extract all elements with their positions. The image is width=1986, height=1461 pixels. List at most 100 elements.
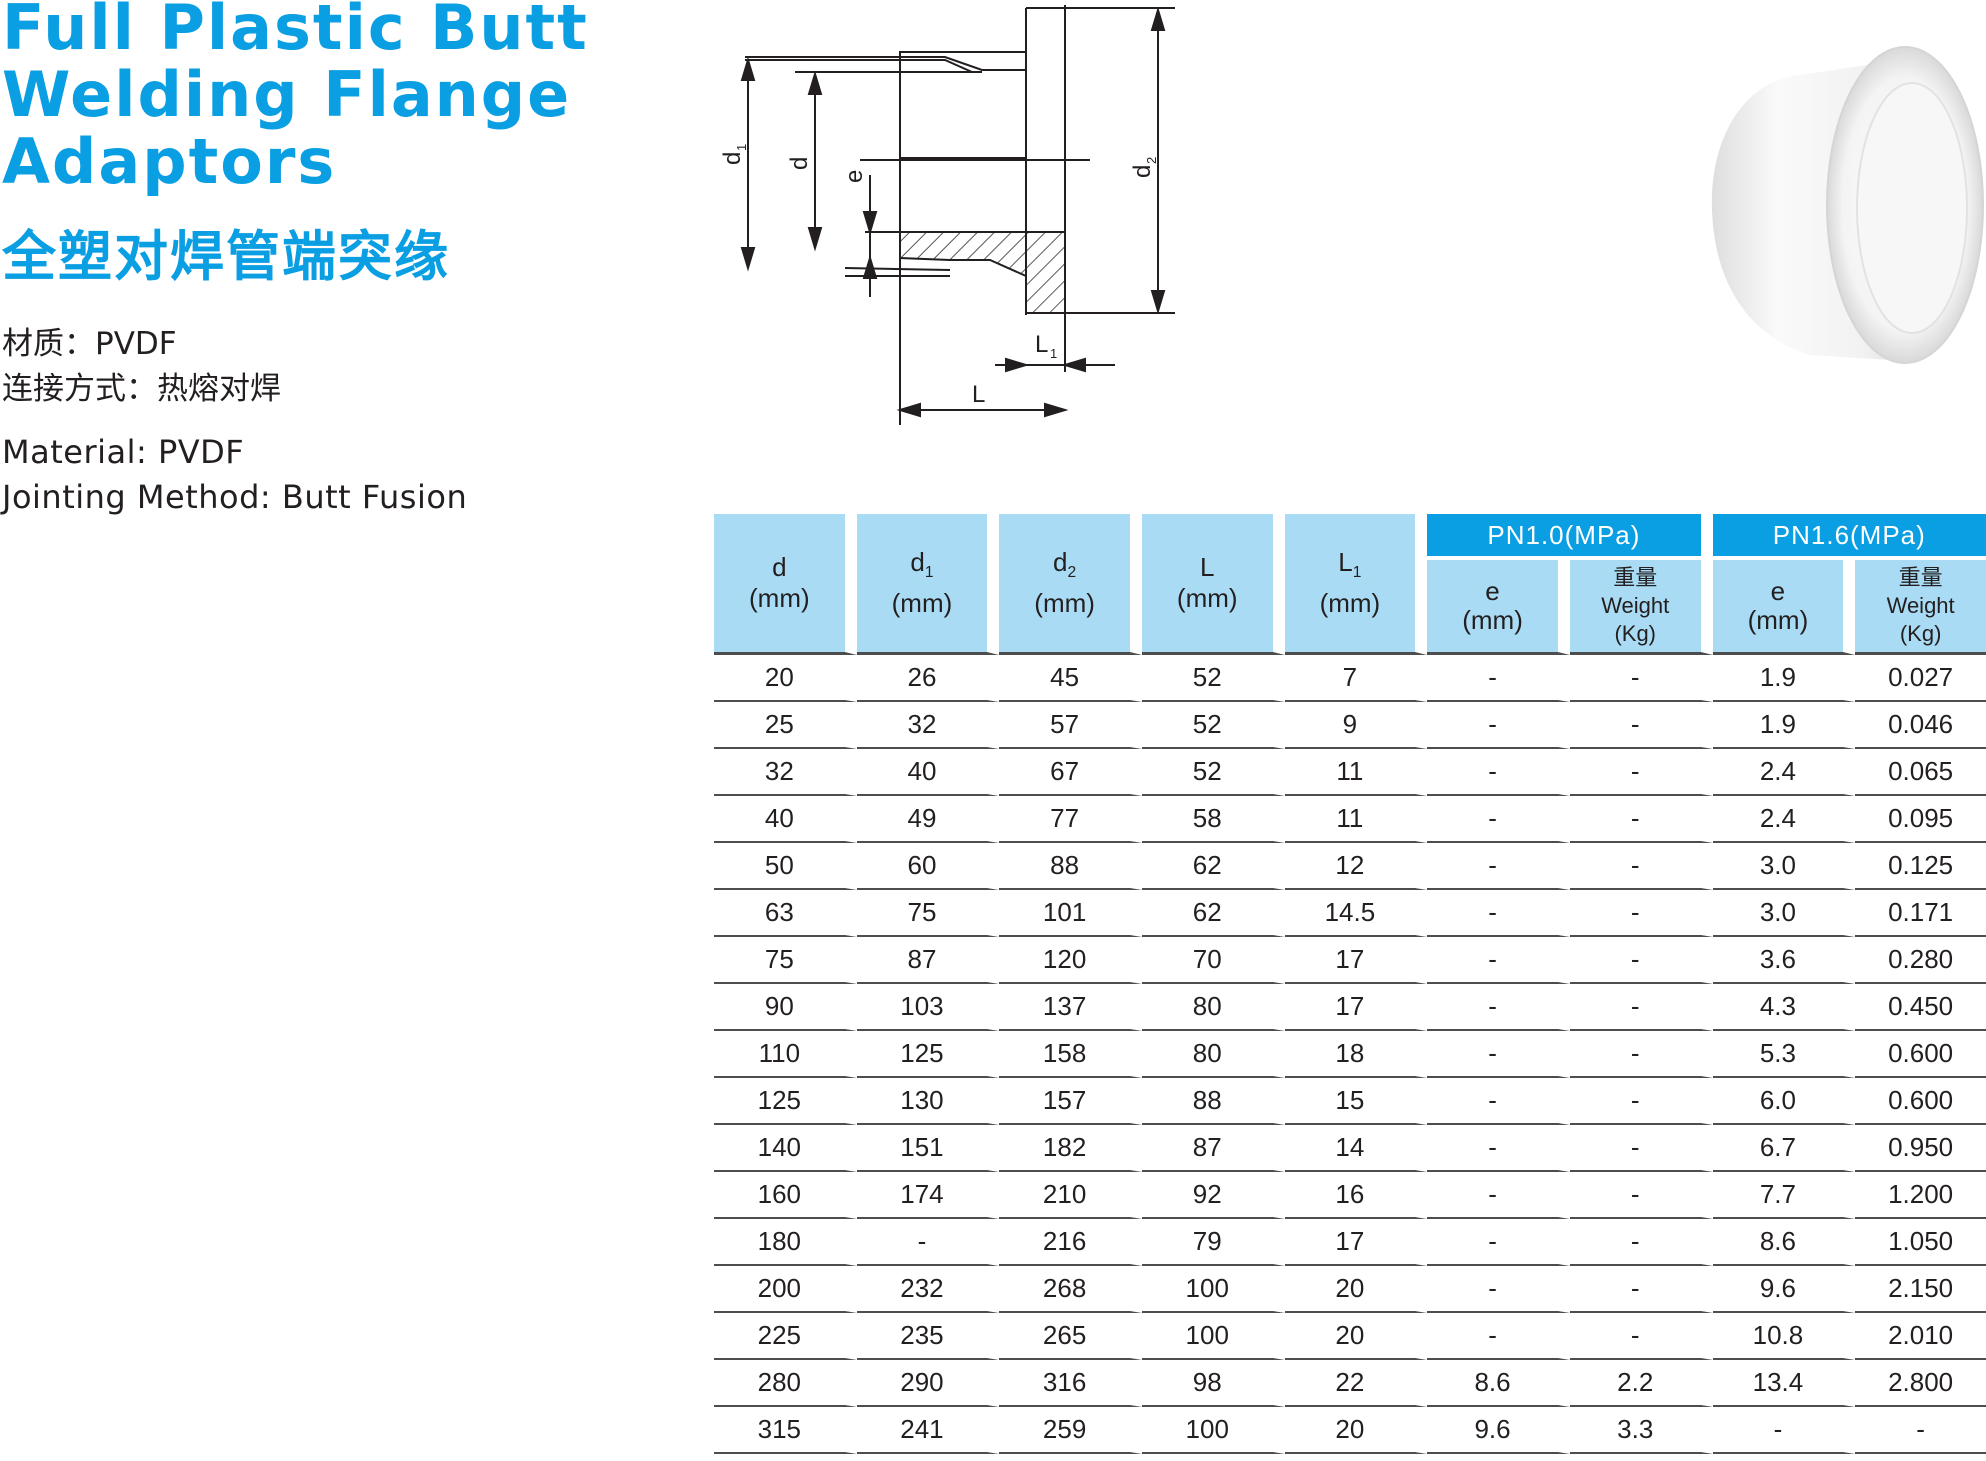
table-cell: 98 [1141, 1360, 1285, 1407]
table-cell: 12 [1284, 843, 1428, 890]
table-cell: 100 [1141, 1266, 1285, 1313]
table-cell: 2.150 [1855, 1266, 1986, 1313]
table-cell: - [1712, 1407, 1856, 1454]
table-cell: 79 [1141, 1219, 1285, 1266]
table-cell: - [1427, 1313, 1570, 1360]
table-cell: - [1569, 749, 1713, 796]
table-cell: 2.2 [1569, 1360, 1713, 1407]
header-d1: d1 (mm) [856, 514, 1000, 655]
table-cell: 5.3 [1712, 1031, 1856, 1078]
table-cell: - [1427, 937, 1570, 984]
table-cell: 45 [999, 655, 1142, 702]
table-cell: 110 [714, 1031, 857, 1078]
table-cell: 157 [999, 1078, 1142, 1125]
table-cell: - [1569, 843, 1713, 890]
table-cell: - [1569, 796, 1713, 843]
table-cell: 9 [1284, 702, 1428, 749]
table-cell: - [1427, 1266, 1570, 1313]
table-cell: 11 [1284, 749, 1428, 796]
table-cell: 2.4 [1712, 749, 1856, 796]
table-cell: 4.3 [1712, 984, 1856, 1031]
table-cell: 235 [856, 1313, 1000, 1360]
table-cell: 11 [1284, 796, 1428, 843]
table-cell: 52 [1141, 749, 1285, 796]
chinese-title: 全塑对焊管端突缘 [2, 225, 450, 288]
header-pn10-e: e (mm) [1427, 560, 1570, 655]
table-cell: - [1569, 984, 1713, 1031]
table-cell: 3.6 [1712, 937, 1856, 984]
table-cell: 52 [1141, 702, 1285, 749]
table-cell: 14 [1284, 1125, 1428, 1172]
table-cell: 103 [856, 984, 1000, 1031]
table-cell: - [1427, 796, 1570, 843]
table-cell: - [1427, 1031, 1570, 1078]
table-cell: - [1427, 1172, 1570, 1219]
table-cell: 290 [856, 1360, 1000, 1407]
table-cell: 158 [999, 1031, 1142, 1078]
jointing-method-cn: 连接方式：热熔对焊 [2, 371, 281, 407]
table-cell: 10.8 [1712, 1313, 1856, 1360]
title-line-3: Adaptors [2, 125, 337, 198]
table-cell: - [1427, 1078, 1570, 1125]
table-cell: 8.6 [1712, 1219, 1856, 1266]
table-cell: 40 [714, 796, 857, 843]
table-cell: 0.450 [1855, 984, 1986, 1031]
flange-adaptor-photo [1711, 46, 1984, 364]
material-cn: 材质：PVDF [2, 326, 177, 362]
table-cell: 1.050 [1855, 1219, 1986, 1266]
table-cell: - [1569, 1172, 1713, 1219]
table-cell: - [1427, 843, 1570, 890]
table-cell: 52 [1141, 655, 1285, 702]
dim-label-d2: d [1129, 165, 1156, 178]
dim-label-l: L [972, 381, 985, 408]
table-cell: 3.0 [1712, 843, 1856, 890]
svg-text:2: 2 [1144, 157, 1159, 164]
table-cell: 67 [999, 749, 1142, 796]
table-cell: - [1427, 702, 1570, 749]
table-cell: 22 [1284, 1360, 1428, 1407]
table-cell: 315 [714, 1407, 857, 1454]
table-cell: 17 [1284, 984, 1428, 1031]
table-cell: 101 [999, 890, 1142, 937]
table-cell: 14.5 [1284, 890, 1428, 937]
table-cell: - [1569, 890, 1713, 937]
table-cell: - [1427, 655, 1570, 702]
table-cell: - [1569, 1266, 1713, 1313]
table-cell: 140 [714, 1125, 857, 1172]
section-hatch [899, 231, 1066, 314]
table-cell: 18 [1284, 1031, 1428, 1078]
table-cell: 6.0 [1712, 1078, 1856, 1125]
table-cell: 80 [1141, 1031, 1285, 1078]
header-pn16-weight: 重量 Weight (Kg) [1855, 560, 1986, 655]
table-cell: 75 [714, 937, 857, 984]
table-cell: 125 [856, 1031, 1000, 1078]
table-cell: 80 [1141, 984, 1285, 1031]
table-cell: 6.7 [1712, 1125, 1856, 1172]
table-cell: - [1427, 984, 1570, 1031]
title-line-2: Welding Flange [2, 58, 572, 131]
jointing-method-en: Jointing Method: Butt Fusion [2, 478, 468, 516]
table-cell: 40 [856, 749, 1000, 796]
table-cell: 57 [999, 702, 1142, 749]
table-cell: 0.600 [1855, 1031, 1986, 1078]
svg-text:1: 1 [734, 144, 749, 151]
dim-label-l1: L [1035, 331, 1048, 358]
table-cell: 32 [714, 749, 857, 796]
header-pn16-e: e (mm) [1712, 560, 1856, 655]
table-cell: - [1427, 749, 1570, 796]
header-l: L (mm) [1141, 514, 1285, 655]
table-cell: 268 [999, 1266, 1142, 1313]
table-cell: 0.065 [1855, 749, 1986, 796]
table-cell: 20 [1284, 1407, 1428, 1454]
table-cell: 0.027 [1855, 655, 1986, 702]
table-cell: 120 [999, 937, 1142, 984]
